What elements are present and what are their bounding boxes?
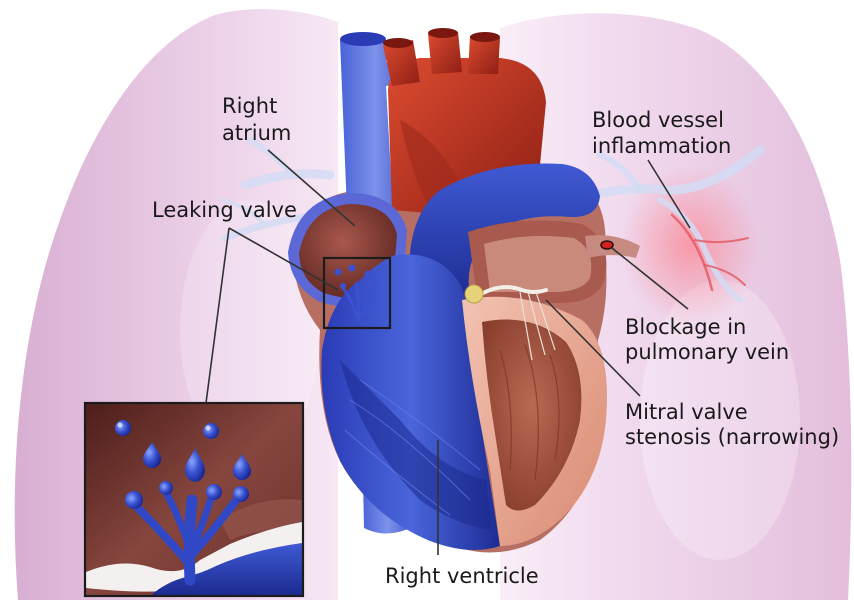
droplet	[115, 420, 131, 436]
label-blockage-line1: Blockage in	[625, 315, 746, 339]
droplet	[206, 484, 222, 500]
label-right-atrium-line1: Right	[222, 94, 277, 118]
label-right-ventricle: Right ventricle	[385, 564, 539, 588]
droplet	[233, 486, 249, 502]
blockage-spot	[601, 241, 613, 249]
label-blockage-line2: pulmonary vein	[625, 340, 789, 364]
droplet	[203, 423, 219, 439]
droplet	[159, 481, 173, 495]
leaking-valve-inset	[85, 403, 303, 596]
label-blood-vessel-inflammation-line2: inflammation	[592, 134, 731, 158]
label-right-atrium-line2: atrium	[222, 121, 291, 145]
label-mitral-line1: Mitral valve	[625, 400, 748, 424]
label-mitral-line2: stenosis (narrowing)	[625, 425, 839, 449]
label-leaking-valve: Leaking valve	[152, 198, 297, 222]
label-blood-vessel-inflammation-line1: Blood vessel	[592, 108, 724, 132]
droplet	[125, 491, 143, 509]
